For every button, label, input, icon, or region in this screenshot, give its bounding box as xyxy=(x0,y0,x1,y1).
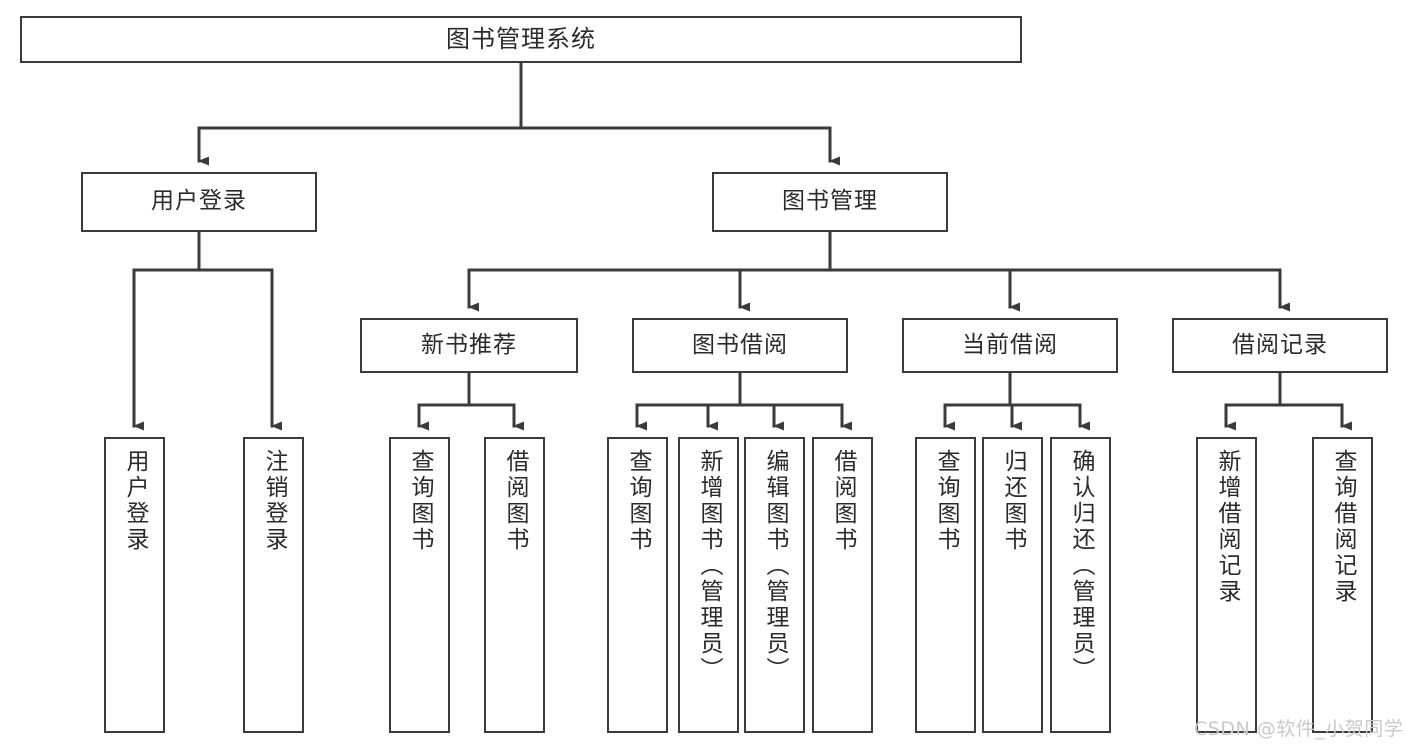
leaf-confirm-return-admin-label: 确认归还（管理员） xyxy=(1068,449,1094,683)
node-book-management-label: 图书管理 xyxy=(782,188,878,215)
node-current-borrow[interactable]: 当前借阅 xyxy=(902,318,1118,373)
leaf-user-logout-label: 注销登录 xyxy=(261,449,287,553)
node-user-login-label: 用户登录 xyxy=(151,188,247,215)
leaf-add-borrow-record-label: 新增借阅记录 xyxy=(1214,449,1240,605)
leaf-edit-book-admin[interactable]: 编辑图书（管理员） xyxy=(744,437,805,733)
leaf-query-book-new[interactable]: 查询图书 xyxy=(389,437,450,733)
leaf-return-book[interactable]: 归还图书 xyxy=(982,437,1043,733)
leaf-query-borrow-record[interactable]: 查询借阅记录 xyxy=(1312,437,1373,733)
node-new-book-recommend[interactable]: 新书推荐 xyxy=(360,318,578,373)
node-root-system-label: 图书管理系统 xyxy=(446,25,596,54)
leaf-query-book-new-label: 查询图书 xyxy=(407,449,433,553)
leaf-add-borrow-record[interactable]: 新增借阅记录 xyxy=(1196,437,1257,733)
node-book-borrow[interactable]: 图书借阅 xyxy=(632,318,848,373)
node-book-borrow-label: 图书借阅 xyxy=(692,331,788,358)
leaf-confirm-return-admin[interactable]: 确认归还（管理员） xyxy=(1050,437,1111,733)
leaf-add-book-admin-label: 新增图书（管理员） xyxy=(696,449,722,683)
leaf-borrow-book-new-label: 借阅图书 xyxy=(502,449,528,553)
leaf-borrow-book-new[interactable]: 借阅图书 xyxy=(484,437,545,733)
leaf-user-logout[interactable]: 注销登录 xyxy=(243,437,304,733)
node-new-book-recommend-label: 新书推荐 xyxy=(421,331,517,358)
leaf-return-book-label: 归还图书 xyxy=(1000,449,1026,553)
leaf-edit-book-admin-label: 编辑图书（管理员） xyxy=(762,449,788,683)
node-current-borrow-label: 当前借阅 xyxy=(962,331,1058,358)
leaf-borrow-book[interactable]: 借阅图书 xyxy=(812,437,873,733)
leaf-add-book-admin[interactable]: 新增图书（管理员） xyxy=(678,437,739,733)
node-borrow-record-label: 借阅记录 xyxy=(1232,331,1328,358)
node-user-login[interactable]: 用户登录 xyxy=(81,172,317,232)
leaf-query-book-current-label: 查询图书 xyxy=(933,449,959,553)
leaf-borrow-book-label: 借阅图书 xyxy=(830,449,856,553)
leaf-query-book-borrow-label: 查询图书 xyxy=(625,449,651,553)
leaf-query-book-borrow[interactable]: 查询图书 xyxy=(607,437,668,733)
node-borrow-record[interactable]: 借阅记录 xyxy=(1172,318,1388,373)
node-book-management[interactable]: 图书管理 xyxy=(712,172,948,232)
leaf-user-login[interactable]: 用户登录 xyxy=(104,437,165,733)
leaf-user-login-label: 用户登录 xyxy=(122,449,148,553)
leaf-query-borrow-record-label: 查询借阅记录 xyxy=(1330,449,1356,605)
leaf-query-book-current[interactable]: 查询图书 xyxy=(915,437,976,733)
node-root-system[interactable]: 图书管理系统 xyxy=(20,16,1022,63)
